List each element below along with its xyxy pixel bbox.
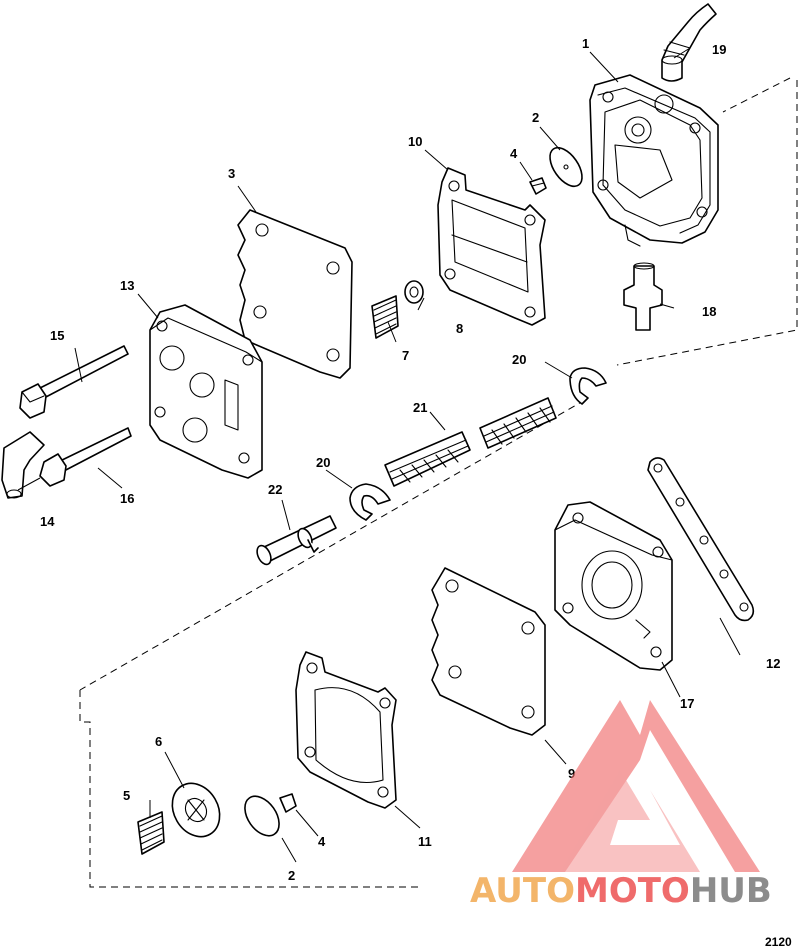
part-elbow-fitting-top xyxy=(661,3,717,82)
part-pump-cover xyxy=(149,304,263,479)
part-check-valve-retainer-lower xyxy=(279,793,297,813)
part-diaphragm-lower xyxy=(431,567,546,736)
part-pump-base xyxy=(554,501,673,671)
callout-3: 3 xyxy=(228,166,235,181)
callout-10: 10 xyxy=(408,134,422,149)
part-check-valve-disc-upper xyxy=(549,146,583,188)
callout-22: 22 xyxy=(268,482,282,497)
part-clip-lower xyxy=(349,483,391,521)
part-bolt-long-upper xyxy=(19,345,129,419)
callout-15: 15 xyxy=(50,328,64,343)
callout-20-upper: 20 xyxy=(512,352,526,367)
part-spring-retainer xyxy=(171,782,221,838)
callout-2-lower: 2 xyxy=(288,868,295,883)
part-spring-lower xyxy=(137,811,165,855)
callout-4-upper: 4 xyxy=(510,146,518,161)
watermark-logo xyxy=(512,700,760,872)
callout-18: 18 xyxy=(702,304,716,319)
callout-20-lower: 20 xyxy=(316,455,330,470)
dashed-group-boundary-lower xyxy=(79,690,420,888)
part-filter-screen xyxy=(384,397,557,487)
leader-lines xyxy=(17,47,741,863)
callout-13: 13 xyxy=(120,278,134,293)
part-valve-pin xyxy=(256,515,337,566)
callout-14: 14 xyxy=(40,514,55,529)
callout-19: 19 xyxy=(712,42,726,57)
callout-7: 7 xyxy=(402,348,409,363)
callout-12: 12 xyxy=(766,656,780,671)
part-pump-housing xyxy=(589,74,719,247)
part-check-valve-retainer-upper xyxy=(529,177,547,195)
part-gasket-strip xyxy=(647,457,755,622)
figure-number: 2120 xyxy=(765,935,792,949)
part-elbow-fitting-left xyxy=(1,431,45,499)
part-check-valve-disc-lower xyxy=(244,795,280,837)
callout-6: 6 xyxy=(155,734,162,749)
part-gasket-upper xyxy=(437,167,546,326)
part-diaphragm-upper xyxy=(237,209,353,379)
part-hose-fitting xyxy=(623,262,663,331)
callout-2-upper: 2 xyxy=(532,110,539,125)
callout-16: 16 xyxy=(120,491,134,506)
watermark-text: AUTOMOTOHUB xyxy=(470,871,772,911)
callout-17: 17 xyxy=(680,696,694,711)
callout-9: 9 xyxy=(568,766,575,781)
part-spring-upper xyxy=(371,295,399,339)
callout-11: 11 xyxy=(418,834,432,849)
part-nut-upper xyxy=(404,280,424,304)
callout-1: 1 xyxy=(582,36,589,51)
dashed-group-boundary-upper xyxy=(79,77,798,691)
part-bolt-long-lower xyxy=(39,427,132,487)
part-clip-upper xyxy=(569,367,607,405)
part-gasket-lower xyxy=(295,651,397,809)
callout-21: 21 xyxy=(413,400,427,415)
callout-8: 8 xyxy=(456,321,463,336)
callout-5: 5 xyxy=(123,788,130,803)
callout-4-lower: 4 xyxy=(318,834,326,849)
